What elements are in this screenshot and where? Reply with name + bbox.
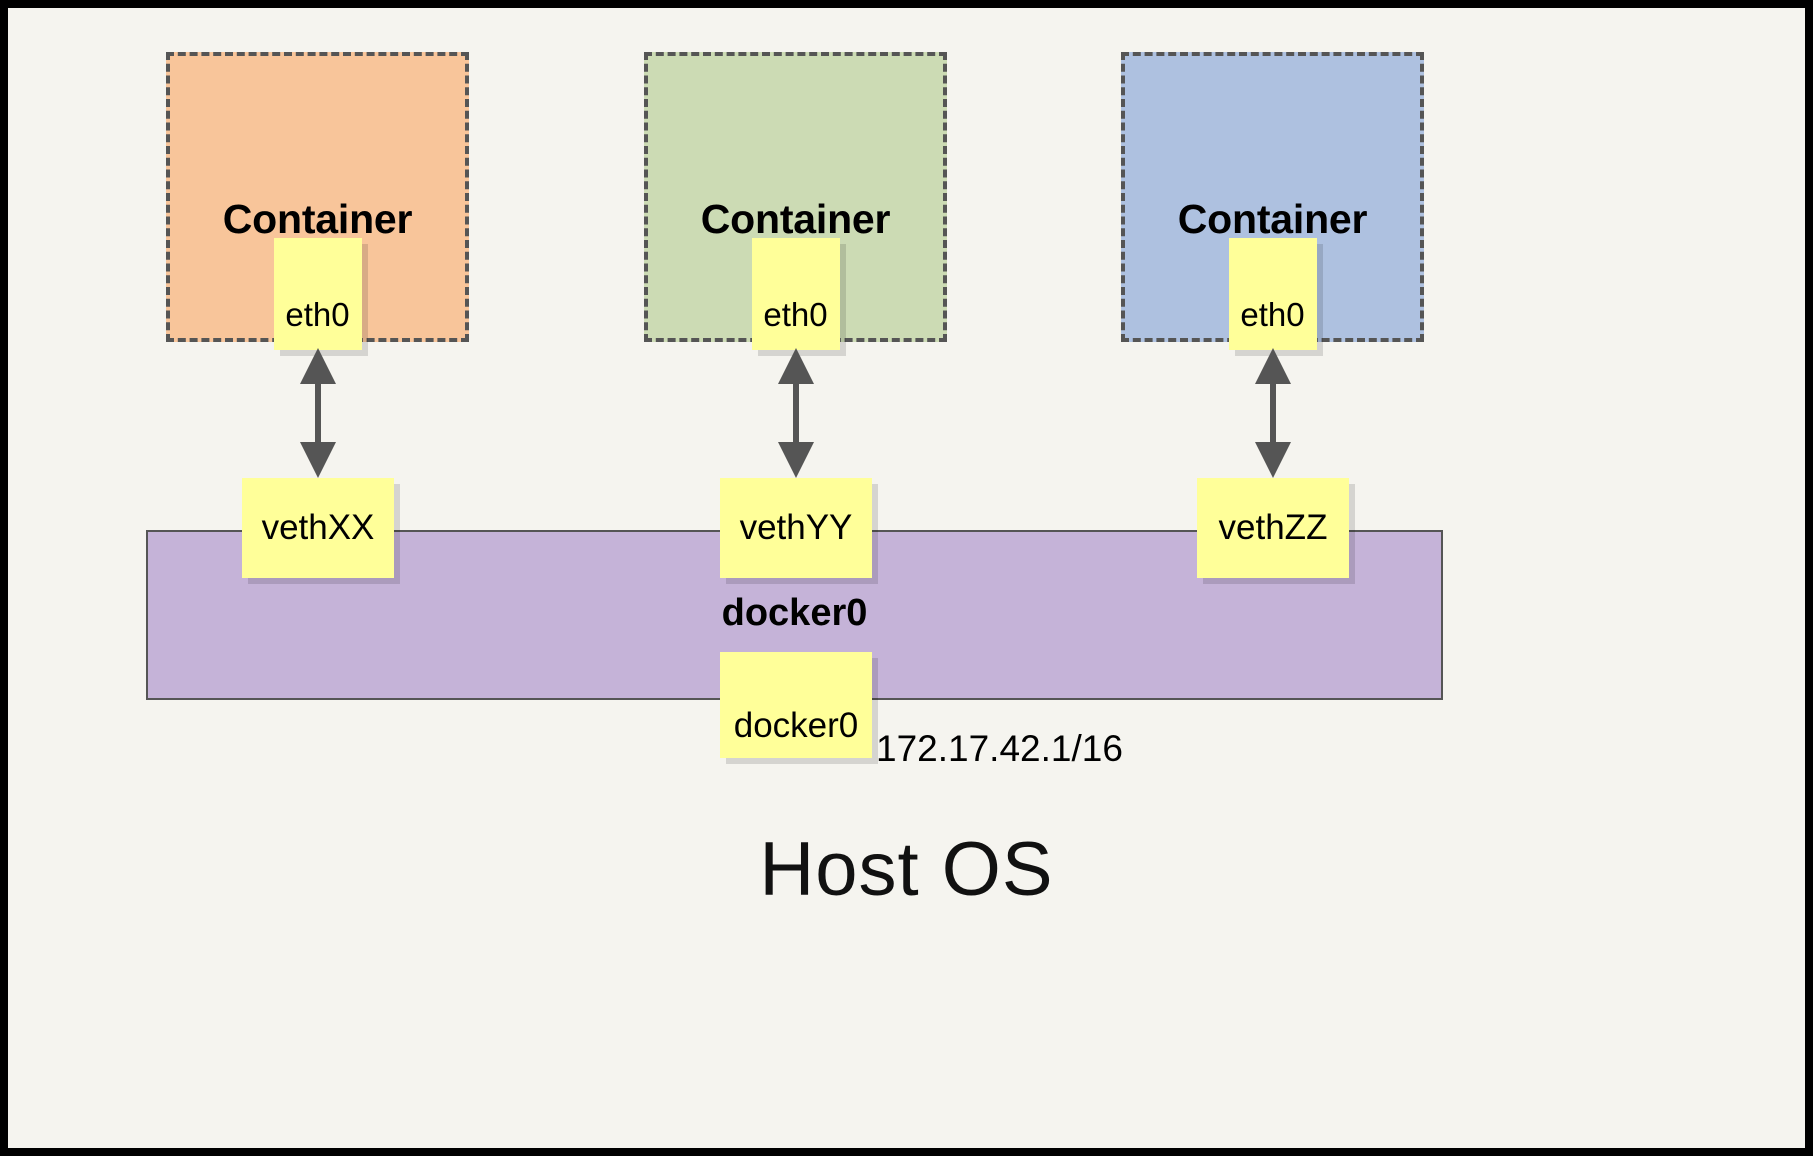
container-eth0-box-2[interactable]: eth0	[751, 238, 840, 350]
veth-box-vethzz[interactable]: vethZZ	[1197, 478, 1349, 578]
double-arrow-container-3-to-vethzz	[1254, 348, 1291, 478]
double-arrow-container-1-to-vethxx	[299, 348, 336, 478]
container-title-2: Container	[700, 196, 891, 242]
docker0-bridge-label: docker0	[721, 592, 868, 634]
host-os-label: Host OS	[759, 827, 1054, 912]
veth-box-vethyy[interactable]: vethYY	[720, 478, 872, 578]
veth-label-vethxx: vethXX	[261, 508, 375, 547]
container-eth0-box-3[interactable]: eth0	[1228, 238, 1317, 350]
veth-label-vethyy: vethYY	[739, 508, 853, 547]
diagram-canvas: Container eth0 Container eth0 Container …	[8, 8, 1805, 1148]
docker0-port-box[interactable]: docker0	[720, 652, 872, 758]
container-eth0-label-2: eth0	[763, 296, 828, 333]
docker0-port-label: docker0	[733, 706, 859, 745]
docker0-ip-address: 172.17.42.1/16	[876, 728, 1123, 769]
container-title-3: Container	[1177, 196, 1368, 242]
container-eth0-box-1[interactable]: eth0	[273, 238, 362, 350]
container-eth0-label-3: eth0	[1240, 296, 1305, 333]
double-arrow-container-2-to-vethyy	[777, 348, 814, 478]
veth-label-vethzz: vethZZ	[1218, 508, 1328, 547]
container-eth0-label-1: eth0	[285, 296, 350, 333]
container-title-1: Container	[222, 196, 413, 242]
veth-box-vethxx[interactable]: vethXX	[242, 478, 394, 578]
